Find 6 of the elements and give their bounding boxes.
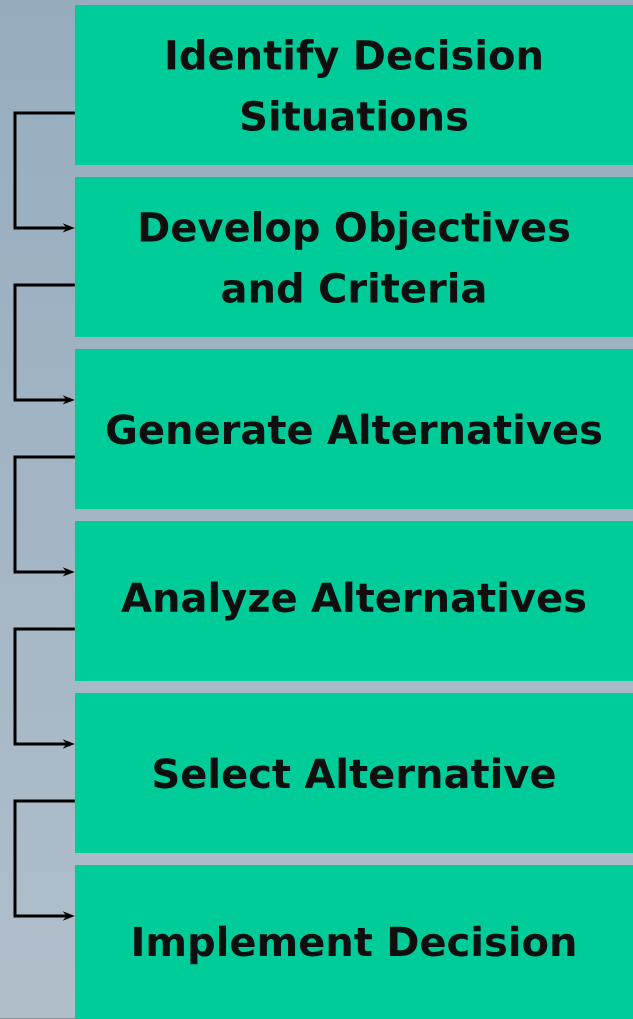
step-box: Generate Alternatives bbox=[75, 349, 633, 509]
step-box: Select Alternative bbox=[75, 693, 633, 853]
step-box: Analyze Alternatives bbox=[75, 521, 633, 681]
step-box: Develop Objectives and Criteria bbox=[75, 177, 633, 337]
step-box: Identify Decision Situations bbox=[75, 5, 633, 165]
step-box: Implement Decision bbox=[75, 865, 633, 1019]
